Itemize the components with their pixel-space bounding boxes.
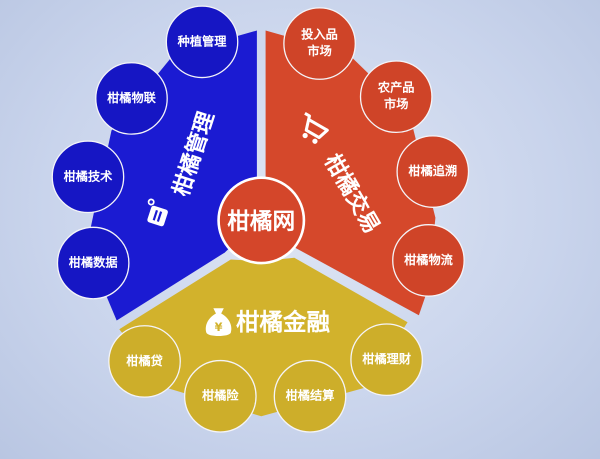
node-label: 种植管理 [177, 34, 227, 49]
node-label: 柑橘物联 [107, 91, 156, 105]
node-label: 柑橘数据 [68, 255, 118, 270]
center-hub[interactable] [217, 176, 306, 265]
node-label: 柑橘物流 [404, 253, 453, 267]
node-0-1[interactable]: 柑橘物联 [95, 62, 168, 135]
node-circle[interactable] [392, 224, 465, 297]
node-circle[interactable] [51, 140, 125, 214]
node-label: 柑橘贷 [126, 354, 163, 368]
node-circle[interactable] [396, 135, 470, 208]
node-2-2[interactable]: 柑橘结算 [273, 359, 347, 433]
node-circle[interactable] [95, 62, 168, 135]
node-0-2[interactable]: 柑橘技术 [51, 140, 125, 214]
node-0-0[interactable]: 种植管理 [165, 5, 239, 79]
node-label: 柑橘理财 [362, 352, 412, 367]
node-2-0[interactable]: 柑橘贷 [108, 325, 181, 398]
node-label: 柑橘追溯 [408, 164, 458, 179]
node-circle[interactable] [350, 323, 424, 397]
node-1-2[interactable]: 柑橘追溯 [396, 135, 470, 208]
node-1-3[interactable]: 柑橘物流 [392, 224, 465, 297]
node-1-1[interactable]: 农产品市场 [359, 60, 433, 134]
node-circle[interactable] [56, 226, 130, 300]
document-icon [147, 198, 168, 227]
node-label: 柑橘结算 [285, 388, 335, 403]
shopping-cart-icon [302, 111, 329, 144]
node-2-1[interactable]: 柑橘险 [183, 359, 257, 433]
node-circle[interactable] [283, 7, 356, 80]
node-circle[interactable] [273, 359, 347, 433]
node-label: 柑橘险 [202, 388, 239, 403]
node-2-3[interactable]: 柑橘理财 [350, 323, 424, 397]
node-label: 农产品市场 [377, 81, 415, 112]
money-bag-icon: ¥ [205, 308, 232, 336]
node-circle[interactable] [359, 60, 433, 134]
sector-finance-title-text: 柑橘金融 [236, 308, 330, 336]
node-label: 柑橘技术 [63, 169, 113, 184]
node-circle[interactable] [108, 325, 181, 398]
node-circle[interactable] [165, 5, 239, 79]
node-0-3[interactable]: 柑橘数据 [56, 226, 130, 300]
sector-finance-title: 柑橘金融 [236, 308, 330, 336]
svg-text:¥: ¥ [215, 320, 223, 334]
center-label: 柑橘网 [227, 208, 295, 235]
node-1-0[interactable]: 投入品市场 [283, 7, 356, 80]
node-label: 投入品市场 [301, 27, 338, 59]
sector-management [90, 30, 257, 321]
node-circle[interactable] [183, 359, 257, 433]
